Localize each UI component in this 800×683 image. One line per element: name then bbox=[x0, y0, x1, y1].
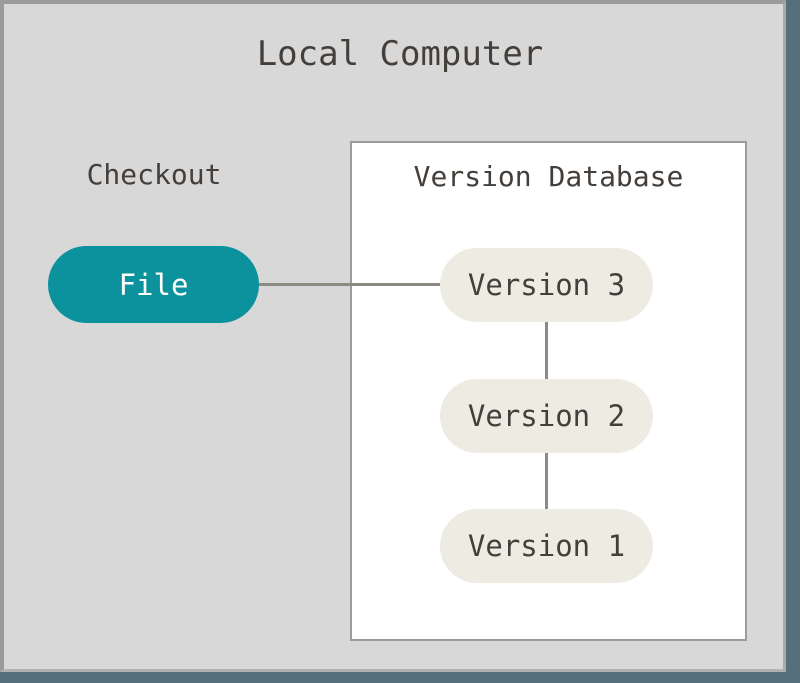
version-database-label: Version Database bbox=[413, 160, 684, 193]
version-2-label: Version 2 bbox=[467, 399, 626, 433]
connector-version2-to-version1 bbox=[545, 453, 548, 509]
version-3-node: Version 3 bbox=[440, 248, 653, 322]
file-node: File bbox=[48, 246, 259, 323]
version-3-label: Version 3 bbox=[467, 268, 626, 302]
connector-version3-to-version2 bbox=[545, 322, 548, 379]
version-1-node: Version 1 bbox=[440, 509, 653, 583]
version-2-node: Version 2 bbox=[440, 379, 653, 453]
checkout-label: Checkout bbox=[86, 158, 222, 191]
file-node-label: File bbox=[118, 267, 189, 302]
diagram-title: Local Computer bbox=[256, 34, 544, 74]
connector-file-to-version3 bbox=[259, 283, 440, 286]
version-1-label: Version 1 bbox=[467, 529, 626, 563]
